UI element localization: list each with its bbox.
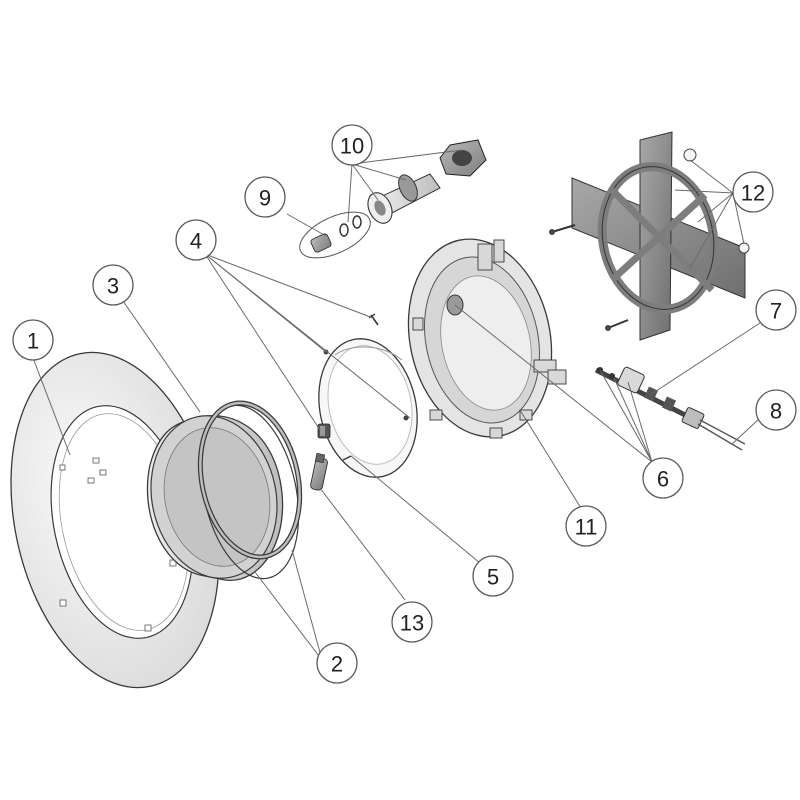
callout-8: 8	[755, 389, 797, 431]
callout-6: 6	[642, 457, 684, 499]
part-12-mounting-bracket	[549, 131, 750, 341]
callout-label: 4	[190, 229, 202, 254]
callout-label: 10	[340, 134, 364, 159]
part-3-o-ring	[197, 400, 303, 560]
part-6-7-cable-gland	[594, 366, 705, 429]
callout-label: 8	[770, 399, 782, 424]
part-9-gland-parts	[299, 211, 371, 259]
callout-label: 5	[487, 565, 499, 590]
callout-9: 9	[244, 176, 286, 218]
callout-13: 13	[391, 601, 433, 643]
callout-2: 2	[316, 642, 358, 684]
callout-7: 7	[755, 289, 797, 331]
leader-lines	[32, 149, 761, 661]
callout-label: 6	[657, 467, 669, 492]
callout-10: 10	[331, 124, 373, 166]
callout-label: 12	[741, 181, 765, 206]
callout-label: 7	[770, 299, 782, 324]
part-13-connector	[310, 452, 328, 491]
callout-1: 1	[12, 319, 54, 361]
callout-11: 11	[565, 505, 607, 547]
callout-4: 4	[175, 219, 217, 261]
callout-label: 3	[107, 274, 119, 299]
callout-3: 3	[92, 264, 134, 306]
callout-label: 2	[331, 652, 343, 677]
callout-5: 5	[472, 555, 514, 597]
part-8-cable-wires	[697, 419, 746, 451]
part-10-gland-assembly	[367, 139, 487, 224]
callout-label: 13	[400, 611, 424, 636]
part-11-housing	[407, 238, 567, 439]
callout-label: 1	[27, 329, 39, 354]
part-5-lens	[318, 338, 418, 478]
callout-label: 11	[575, 515, 598, 540]
callout-label: 9	[259, 186, 271, 211]
callout-12: 12	[732, 171, 774, 213]
part-2-lamp-body	[146, 404, 300, 581]
